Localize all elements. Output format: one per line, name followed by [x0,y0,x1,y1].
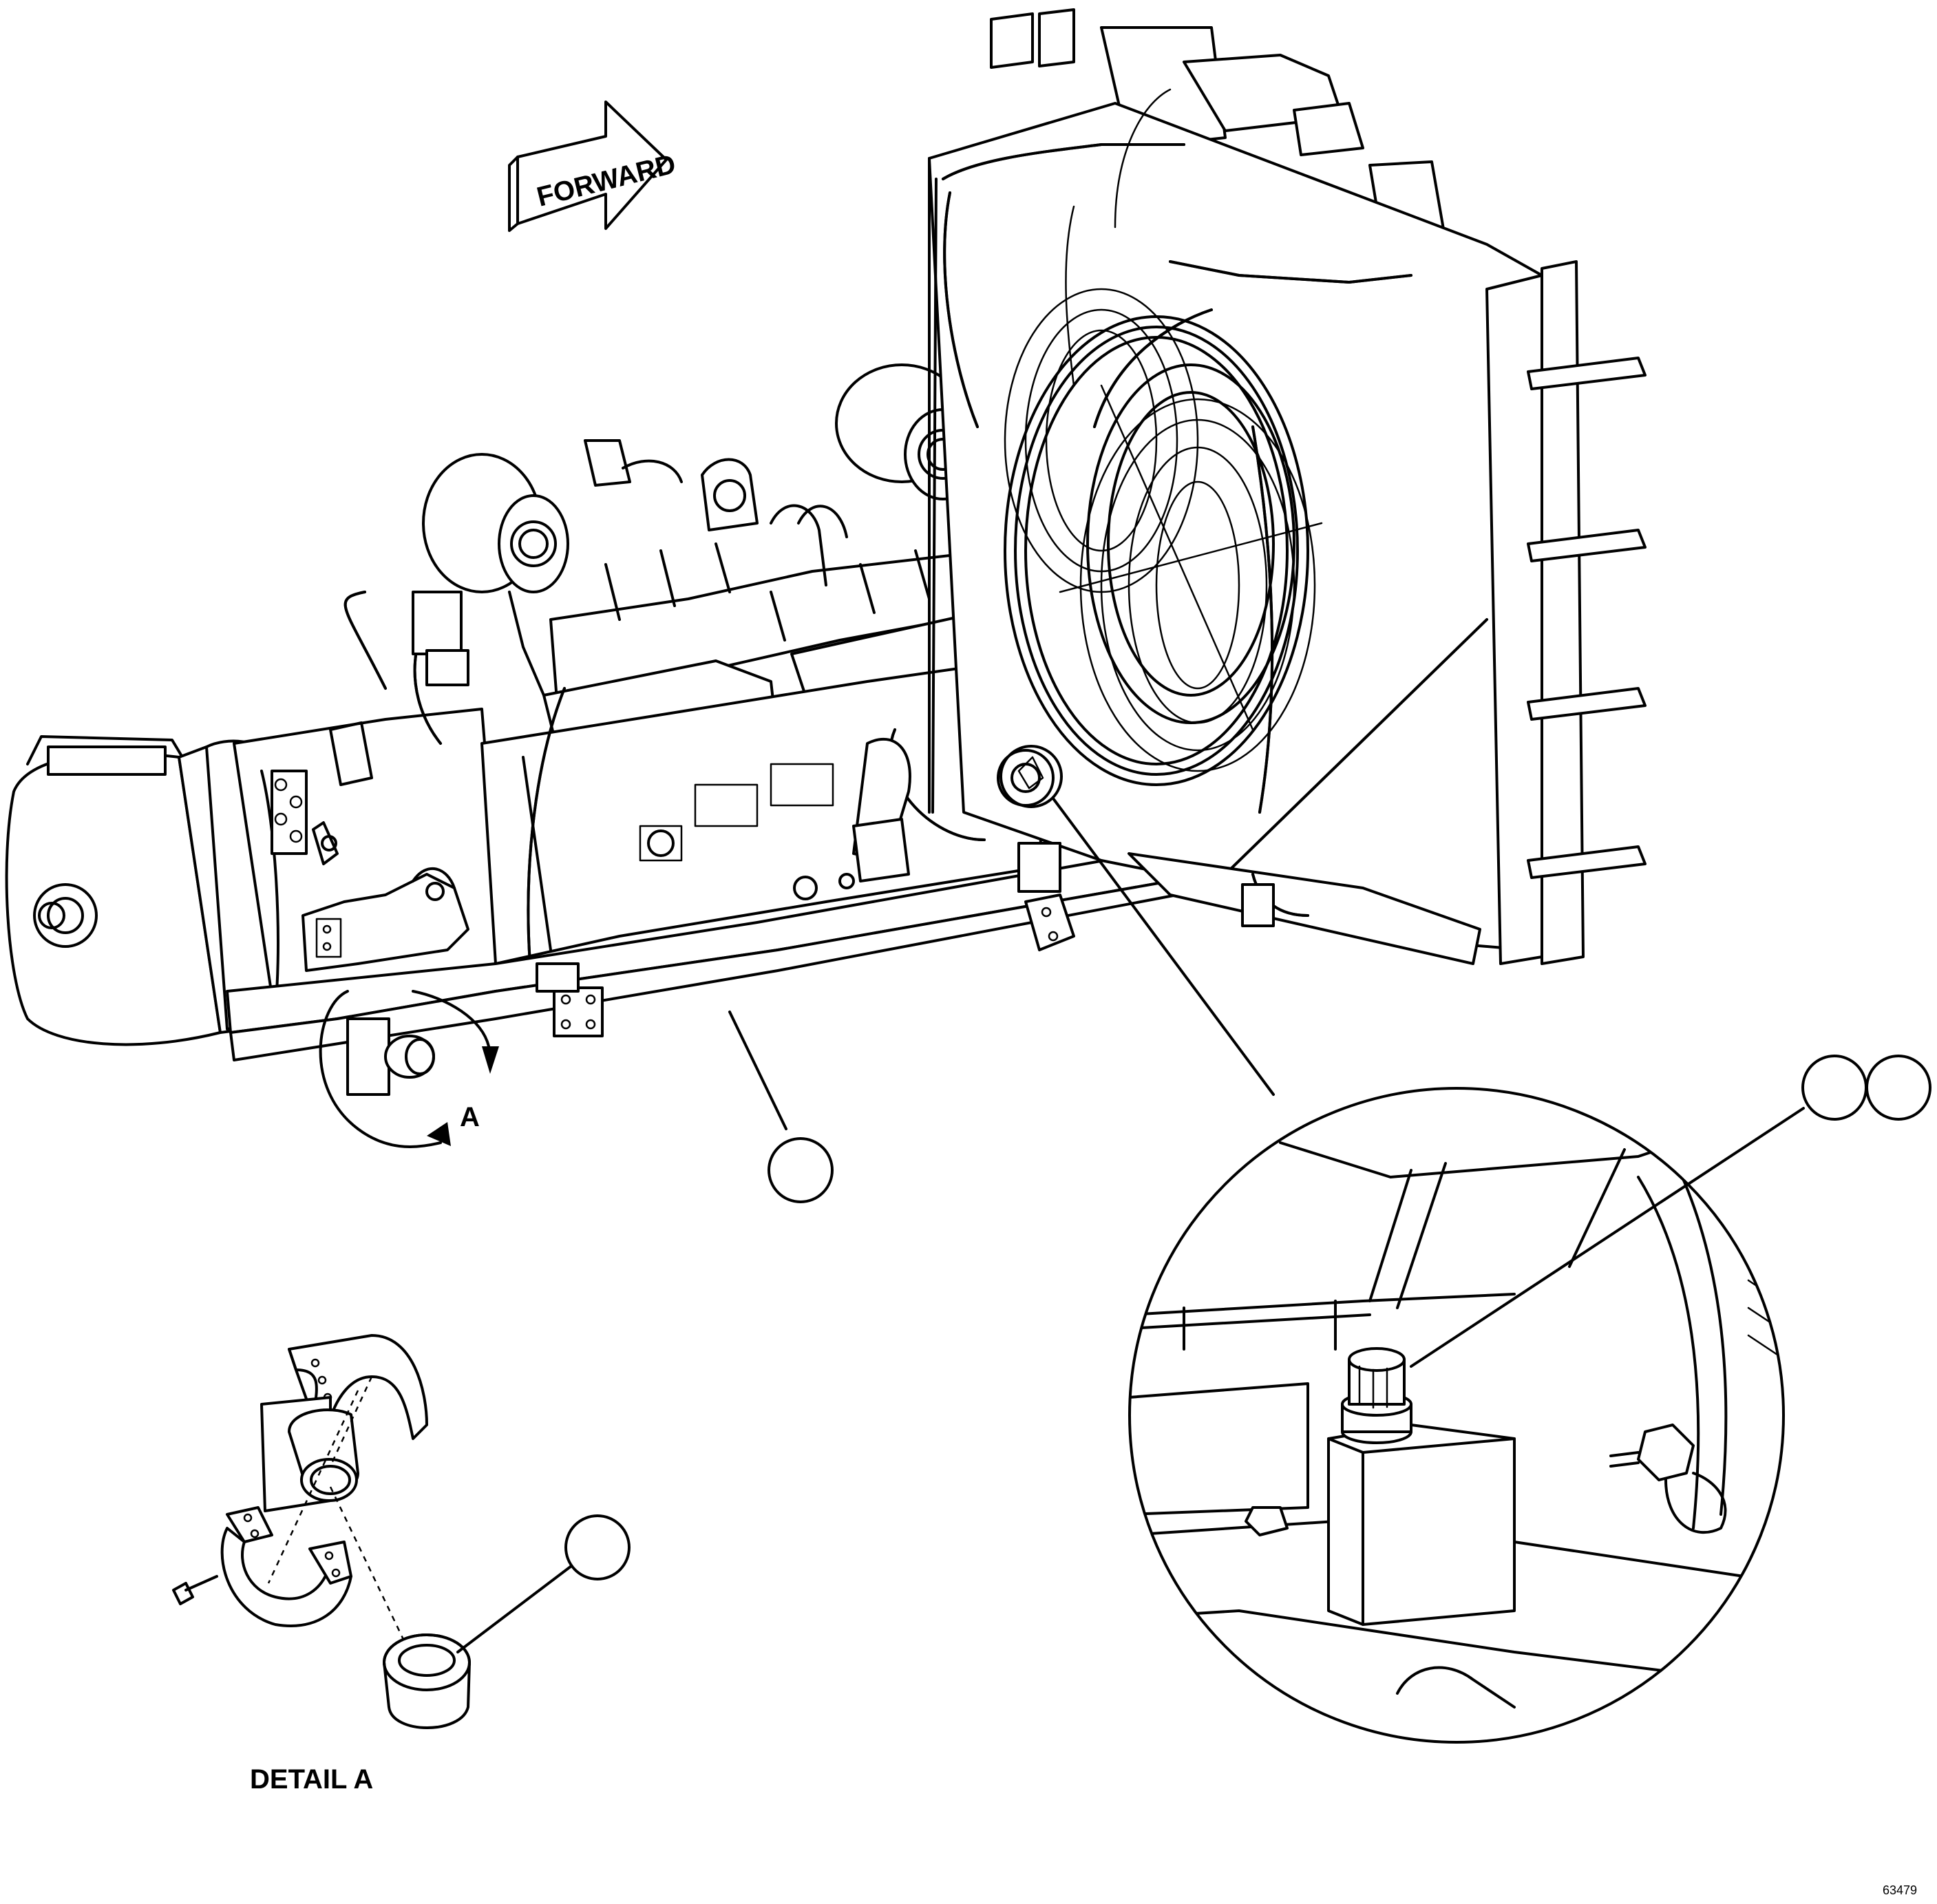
figure-number: 63479 [1883,1883,1917,1897]
callout-drain-plug [1410,1055,1931,1368]
fan-guard-wires [1004,288,1323,772]
detail-a-view: DETAIL A [172,1334,471,1795]
callout-detail-cap [456,1514,631,1653]
callout-generator-frame [728,1011,834,1203]
view-marker-letter: A [460,1102,480,1132]
generator-housing [5,708,504,1046]
view-marker-a: A [319,990,499,1148]
engine-block [343,363,1048,965]
magnified-detail [999,745,1785,1744]
forward-arrow: FORWARD [508,101,679,232]
radiator-assembly [928,8,1647,965]
detail-a-caption: DETAIL A [250,1764,373,1795]
